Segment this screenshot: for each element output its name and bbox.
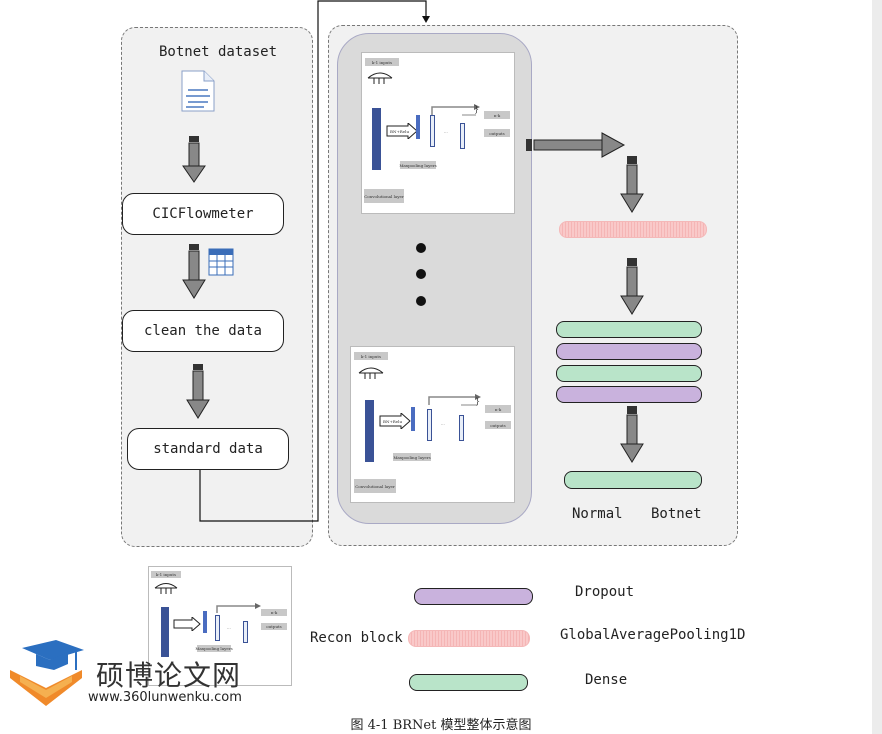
legend-gap-label: GlobalAveragePooling1D [560, 627, 746, 643]
dense-layer [556, 321, 702, 338]
clean-data-label: clean the data [143, 323, 262, 339]
recon-block-2: k-1 inputs BN+Relu ... } n-k outputs Max… [350, 346, 515, 503]
connector-line [199, 0, 430, 522]
arrow-down-icon [620, 156, 644, 213]
dropout-layer [556, 343, 702, 360]
dropout-layer [556, 386, 702, 403]
cicflowmeter-label: CICFlowmeter [152, 206, 254, 222]
class-botnet-label: Botnet [651, 506, 702, 522]
recon-block-1: k-1 inputs BN+Relu ... } n-k outputs Max… [361, 52, 515, 214]
legend-dropout-swatch [414, 588, 533, 605]
legend-gap-swatch [408, 630, 530, 647]
standard-data-label: standard data [153, 441, 263, 457]
watermark-name: 硕博论文网 [96, 659, 242, 692]
arrow-down-icon [620, 258, 644, 315]
legend-recon-block-icon: k-1 inputs ... n-k outputs Maxpooling la… [148, 566, 292, 686]
legend-dense-swatch [409, 674, 528, 691]
clean-data-step: clean the data [122, 310, 284, 352]
legend-dense-label: Dense [585, 672, 628, 688]
ellipsis-dot [416, 243, 426, 253]
ellipsis-dot [416, 296, 426, 306]
file-icon [181, 70, 215, 112]
dataset-label: Botnet dataset [159, 44, 278, 60]
arrow-down-icon [620, 406, 644, 463]
gap-layer [559, 221, 707, 238]
graduation-cap-logo [10, 640, 84, 706]
figure-caption: 图 4-1 BRNet 模型整体示意图 [350, 718, 532, 733]
dense-layer [556, 365, 702, 382]
arrow-down-icon [182, 136, 206, 183]
spreadsheet-icon [208, 248, 234, 276]
watermark-url: www.360lunwenku.com [88, 690, 242, 705]
page-edge-strip [872, 0, 882, 734]
legend-recon-block-label: Recon block [310, 630, 403, 646]
arrow-down-icon [186, 364, 210, 419]
output-dense-layer [564, 471, 702, 489]
cicflowmeter-step: CICFlowmeter [122, 193, 284, 235]
arrow-right-icon [526, 132, 626, 158]
ellipsis-dot [416, 269, 426, 279]
legend-dropout-label: Dropout [575, 584, 635, 600]
standard-data-step: standard data [127, 428, 289, 470]
class-normal-label: Normal [572, 506, 623, 522]
arrow-down-icon [182, 244, 206, 299]
